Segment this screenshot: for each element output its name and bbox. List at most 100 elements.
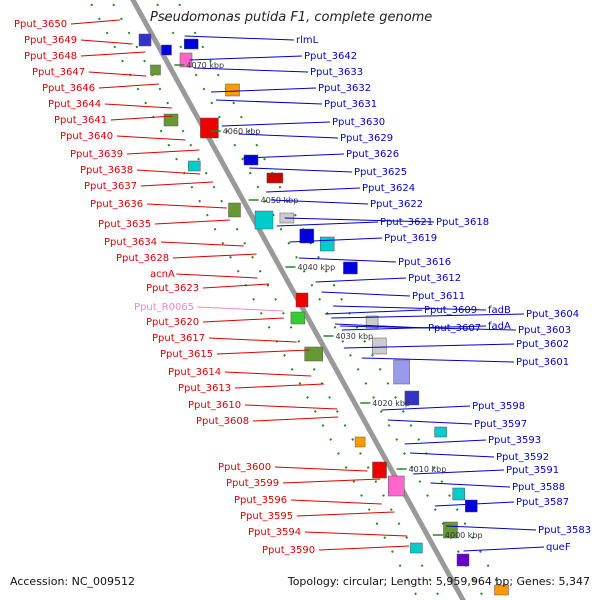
right-leader-24 (343, 343, 515, 349)
left-leader-11 (140, 181, 213, 187)
kbp-tick-label-8: 4000 kbp (445, 531, 483, 540)
right-gene-label-20: Pput_3604 (526, 309, 579, 320)
gene-block-32 (410, 542, 423, 554)
right-leader-10 (266, 187, 361, 193)
left-leader-31 (318, 545, 410, 551)
right-leader-11 (270, 199, 369, 205)
left-gene-label-12: Pput_3636 (90, 199, 143, 210)
track-dots-0 (87, 0, 421, 600)
left-leader-15 (172, 253, 257, 259)
right-gene-label-24: Pput_3602 (516, 339, 569, 350)
right-leader-27 (387, 419, 473, 425)
right-gene-label-13: Pput_3618 (436, 217, 489, 228)
left-leader-5 (98, 83, 160, 89)
kbp-tick-label-2: 4060 kbp (223, 127, 261, 136)
left-leader-30 (304, 531, 408, 537)
left-gene-label-7: Pput_3641 (54, 115, 107, 126)
left-leader-19 (202, 317, 284, 323)
gene-block-33 (456, 553, 470, 567)
gene-block-21 (304, 346, 323, 362)
left-leader-13 (154, 219, 230, 225)
right-gene-label-1: rlmL (296, 35, 319, 46)
left-leader-6 (104, 103, 172, 109)
right-leader-6 (221, 121, 331, 127)
right-gene-label-12: Pput_3621 (380, 217, 433, 228)
gene-block-26 (354, 436, 366, 448)
right-leader-9 (249, 167, 353, 173)
left-leader-8 (116, 135, 186, 141)
left-leader-25 (252, 416, 339, 422)
gene-block-11 (266, 172, 284, 184)
left-leader-10 (136, 169, 201, 175)
right-gene-label-11: Pput_3622 (370, 199, 423, 210)
gene-block-10 (188, 160, 201, 172)
kbp-tick-label-6: 4020 kbp (372, 399, 410, 408)
left-leader-23 (234, 383, 325, 389)
gene-block-17 (343, 261, 358, 275)
gene-block-27 (372, 461, 387, 479)
right-gene-label-29: Pput_3592 (496, 452, 549, 463)
left-gene-label-19: Pput_3620 (146, 317, 199, 328)
right-gene-label-30: Pput_3591 (506, 465, 559, 476)
left-gene-label-20: Pput_3617 (152, 333, 205, 344)
right-leader-34 (463, 546, 545, 552)
right-leader-14 (289, 237, 383, 243)
right-gene-label-31: Pput_3588 (512, 482, 565, 493)
right-gene-label-18: Pput_3609 (424, 305, 477, 316)
right-gene-label-33: Pput_3583 (538, 525, 591, 536)
right-leader-23 (340, 325, 517, 331)
gene-block-12 (228, 202, 241, 218)
right-gene-label-25: Pput_3601 (516, 357, 569, 368)
right-gene-label-2: Pput_3642 (304, 51, 357, 62)
gene-block-34 (494, 584, 509, 596)
gene-block-15 (299, 228, 315, 244)
left-leader-18 (196, 306, 284, 312)
right-leader-33 (446, 525, 537, 531)
right-gene-label-6: Pput_3630 (332, 117, 385, 128)
left-gene-label-14: Pput_3634 (104, 237, 157, 248)
left-leader-21 (216, 349, 310, 355)
left-leader-16 (176, 273, 258, 279)
left-leader-2 (80, 39, 133, 45)
left-gene-label-23: Pput_3613 (178, 383, 231, 394)
left-gene-label-30: Pput_3594 (248, 527, 301, 538)
gene-block-18 (295, 292, 309, 308)
right-leader-7 (238, 133, 339, 139)
right-leader-5 (215, 99, 323, 105)
gene-block-7 (163, 113, 179, 127)
gene-block-6 (225, 83, 240, 97)
gene-block-28 (388, 475, 405, 497)
right-leader-12 (276, 221, 379, 227)
left-leader-3 (80, 51, 146, 57)
left-leader-12 (146, 203, 227, 209)
left-leader-9 (126, 149, 200, 155)
left-leader-14 (160, 241, 244, 247)
left-leader-17 (202, 283, 270, 289)
accession-text: Accession: NC_009512 (10, 575, 136, 588)
right-leader-29 (409, 452, 495, 458)
left-gene-label-1: Pput_3650 (14, 19, 67, 30)
left-gene-label-6: Pput_3644 (48, 99, 101, 110)
right-leader-8 (243, 153, 345, 159)
left-gene-label-25: Pput_3608 (196, 416, 249, 427)
left-gene-label-3: Pput_3648 (24, 51, 77, 62)
left-gene-label-11: Pput_3637 (84, 181, 137, 192)
right-leader-30 (413, 469, 505, 475)
left-gene-label-16: acnA (150, 269, 175, 280)
right-gene-label-34: queF (546, 542, 571, 553)
left-leader-1 (70, 19, 120, 25)
track-dots-3 (175, 0, 509, 600)
left-gene-label-28: Pput_3596 (234, 495, 287, 506)
gene-block-24 (404, 390, 420, 406)
right-leader-26 (381, 405, 471, 411)
left-gene-label-29: Pput_3595 (240, 511, 293, 522)
left-gene-label-24: Pput_3610 (188, 400, 241, 411)
gene-block-5 (183, 38, 199, 50)
right-leader-15 (298, 257, 397, 263)
right-leader-32 (434, 501, 515, 507)
right-leader-17 (321, 291, 411, 297)
right-leader-2 (189, 55, 303, 61)
right-gene-label-10: Pput_3624 (362, 183, 415, 194)
right-gene-label-8: Pput_3626 (346, 149, 399, 160)
gene-block-19 (290, 311, 306, 325)
